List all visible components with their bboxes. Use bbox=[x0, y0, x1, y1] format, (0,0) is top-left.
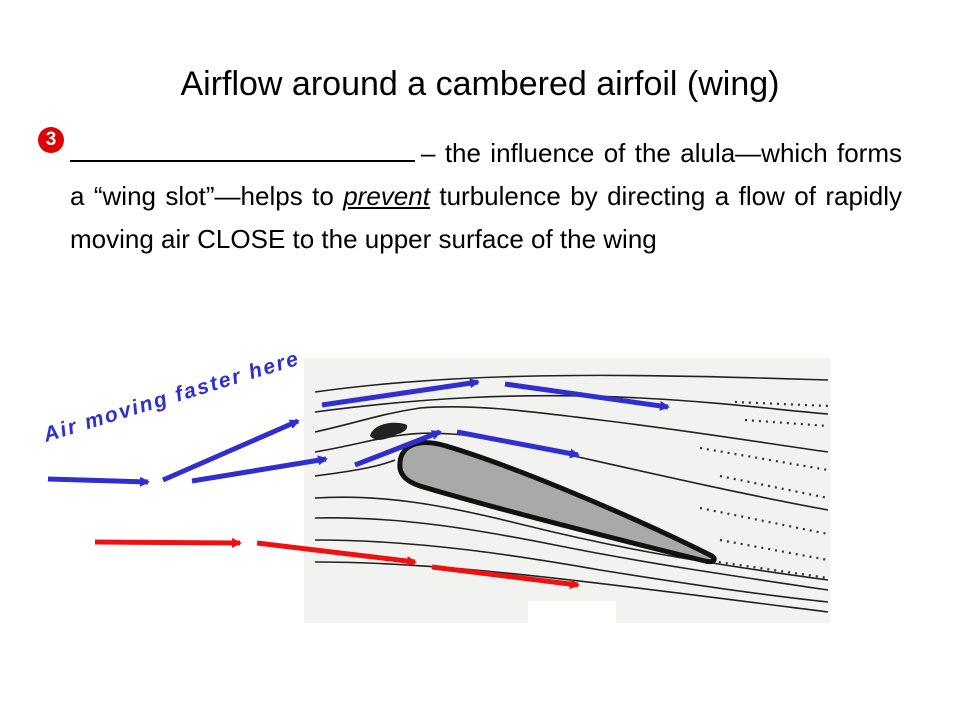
blue-arrow bbox=[354, 429, 442, 468]
red-arrow bbox=[94, 537, 242, 548]
turbulence-dots bbox=[699, 400, 829, 580]
red-arrow bbox=[431, 564, 580, 589]
blue-arrow bbox=[47, 476, 150, 487]
streamline bbox=[314, 459, 396, 477]
blue-arrow bbox=[191, 455, 328, 484]
fill-in-blank bbox=[70, 134, 415, 162]
streamline bbox=[314, 517, 829, 591]
red-arrow bbox=[256, 540, 417, 567]
blue-arrow bbox=[321, 378, 480, 408]
blue-arrow bbox=[456, 429, 580, 459]
numbered-bullet-icon: 3 bbox=[38, 127, 64, 153]
blue-arrow bbox=[504, 381, 670, 411]
streamline bbox=[314, 405, 829, 453]
fast-air-arrows bbox=[47, 378, 670, 487]
blue-arrow bbox=[161, 418, 300, 483]
white-patch bbox=[528, 601, 616, 625]
streamline bbox=[314, 539, 829, 603]
air-moving-faster-label: Air moving faster here bbox=[40, 347, 303, 447]
bullet-emphasis: prevent bbox=[343, 181, 430, 211]
wing-airfoil bbox=[397, 440, 717, 565]
slow-air-arrows bbox=[94, 537, 580, 589]
slide-title: Airflow around a cambered airfoil (wing) bbox=[180, 65, 780, 103]
airflow-diagram: Air moving faster here bbox=[40, 347, 830, 625]
alula-shape bbox=[370, 422, 408, 440]
bullet-dash: – bbox=[421, 138, 445, 168]
streamline bbox=[314, 496, 829, 581]
bullet-text-after: turbulence by directing a flow of rapidl… bbox=[70, 181, 902, 254]
streamline bbox=[314, 561, 829, 613]
bullet-text-before: the influence of the alula—which forms a… bbox=[70, 138, 902, 211]
streamline bbox=[314, 374, 829, 393]
bullet-text: – the influence of the alula—which forms… bbox=[70, 132, 902, 261]
